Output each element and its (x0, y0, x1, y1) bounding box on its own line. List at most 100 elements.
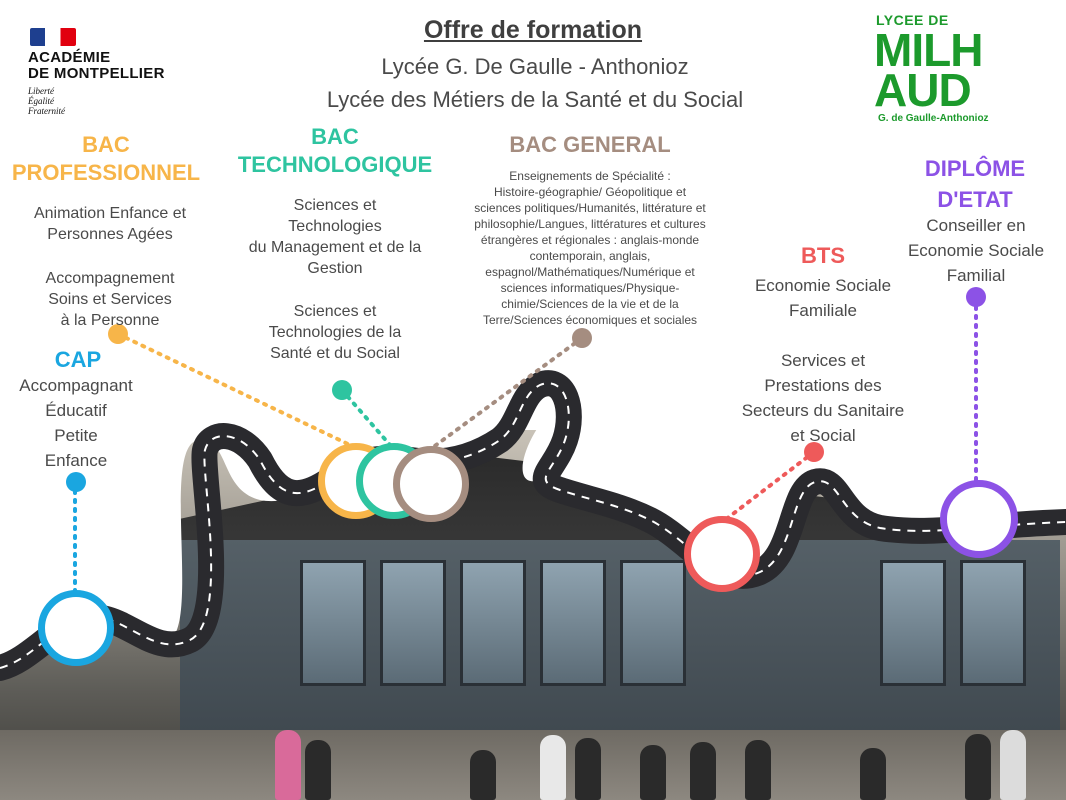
specialite-line: Histoire-géographie/ Géopolitique et (493, 185, 687, 199)
diplome-heading: DIPLÔME D'ETAT (900, 153, 1050, 215)
diplome-marker-dot (966, 287, 986, 307)
person-figure (640, 745, 666, 800)
item-line: Secteurs du Sanitaire (741, 401, 905, 420)
diplome-item: Conseiller en Economie Sociale Familial (886, 213, 1066, 288)
cap-item: Accompagnant Éducatif Petite Enfance (0, 373, 152, 473)
french-flag-icon (30, 28, 76, 46)
specialite-line: sciences informatiques/Physique- (500, 281, 680, 295)
item-line: Economie Sociale (754, 276, 892, 295)
item-line: et Social (790, 426, 856, 445)
academie-name: ACADÉMIE DE MONTPELLIER (28, 50, 165, 82)
heading-line: DIPLÔME (924, 156, 1026, 181)
item-line: Animation Enfance et (33, 205, 187, 222)
item-line: Sciences et (293, 303, 377, 320)
page-title: Offre de formation (423, 16, 643, 44)
bts-heading: BTS (801, 243, 845, 268)
item-line: Enfance (44, 451, 108, 470)
item-line: Accompagnement (45, 270, 175, 287)
logo-top-text: LYCEE DE (876, 12, 949, 28)
heading-line: BAC (311, 124, 359, 149)
logo-big-text: AUD (874, 64, 972, 116)
person-figure (1000, 730, 1026, 800)
specialite-line: Terre/Sciences économiques et sociales (482, 313, 698, 327)
person-figure (275, 730, 301, 800)
heading-line: D'ETAT (937, 187, 1013, 212)
republic-motto: Liberté Égalité Fraternité (28, 86, 65, 116)
item-line: Petite (54, 426, 98, 445)
academie-montpellier-logo: ACADÉMIE DE MONTPELLIER Liberté Égalité … (28, 26, 198, 126)
bac-general-specialites: Enseignements de Spécialité : Histoire-g… (440, 168, 740, 328)
bts-item: Services et Prestations des Secteurs du … (718, 348, 928, 448)
person-figure (965, 734, 991, 800)
item-line: Technologies (288, 218, 382, 235)
building-window (960, 560, 1026, 686)
bts-connector (723, 450, 816, 522)
motto-line: Égalité (28, 96, 54, 106)
item-line: Services et (780, 351, 866, 370)
bac-general-heading: BAC GENERAL (509, 132, 671, 157)
bac-techno-heading: BAC TECHNOLOGIQUE (220, 123, 450, 179)
specialite-line: étrangères et régionales : anglais-monde (480, 233, 700, 247)
item-line: Soins et Services (48, 291, 172, 308)
motto-line: Liberté (28, 86, 54, 96)
cap-ring (38, 590, 114, 666)
lycee-milhaud-logo: LYCEE DE MILH AUD G. de Gaulle-Anthonioz (872, 12, 1032, 126)
academie-name-line: DE MONTPELLIER (28, 65, 165, 82)
heading-line: BAC (82, 132, 130, 157)
bac-pro-item: Animation Enfance et Personnes Agées (10, 203, 210, 245)
bac-techno-item: Sciences et Technologies de la Santé et … (230, 301, 440, 364)
heading-line: TECHNOLOGIQUE (237, 152, 433, 177)
item-line: Prestations des (764, 376, 882, 395)
logo-big-text: MILH (874, 24, 983, 76)
item-line: Familiale (788, 301, 858, 320)
bac-techno-connector (340, 388, 392, 447)
bts-ring (684, 516, 760, 592)
item-line: Santé et du Social (270, 345, 400, 362)
specialite-line: chimie/Sciences de la vie et de la (501, 297, 679, 311)
diplome-ring (940, 480, 1018, 558)
logo-subtitle: G. de Gaulle-Anthonioz (878, 113, 989, 124)
person-figure (690, 742, 716, 800)
item-line: Accompagnant (19, 376, 133, 395)
item-line: à la Personne (60, 312, 160, 329)
building-window (540, 560, 606, 686)
item-line: Sciences et (293, 197, 377, 214)
cap-marker-dot (66, 472, 86, 492)
person-figure (575, 738, 601, 800)
person-figure (860, 748, 886, 800)
school-name: Lycée G. De Gaulle - Anthonioz (381, 54, 689, 79)
item-line: du Management et de la (248, 239, 422, 256)
item-line: Éducatif (45, 401, 107, 420)
building-window (300, 560, 366, 686)
specialite-line: philosophie/Langues, littératures et cul… (474, 217, 706, 231)
bts-item: Economie Sociale Familiale (733, 273, 913, 323)
specialite-line: contemporain, anglais, (529, 249, 651, 263)
specialite-line: Enseignements de Spécialité : (509, 169, 671, 183)
item-line: Conseiller en (926, 216, 1026, 235)
school-subtitle: Lycée des Métiers de la Santé et du Soci… (326, 87, 744, 112)
bac-pro-heading: BAC PROFESSIONNEL (0, 131, 212, 187)
person-figure (305, 740, 331, 800)
bac-pro-connector (116, 332, 352, 447)
bac-general-connector (430, 336, 584, 450)
bac-general-marker-dot (572, 328, 592, 348)
item-line: Economie Sociale (907, 241, 1045, 260)
cap-heading: CAP (54, 347, 102, 372)
bac-techno-item: Sciences et Technologies du Management e… (230, 195, 440, 279)
bac-pro-marker-dot (108, 324, 128, 344)
heading-line: PROFESSIONNEL (11, 160, 201, 185)
item-line: Familial (946, 266, 1006, 285)
person-figure (745, 740, 771, 800)
item-line: Personnes Agées (47, 226, 173, 243)
bac-pro-item: Accompagnement Soins et Services à la Pe… (10, 268, 210, 331)
specialite-line: espagnol/Mathématiques/Numérique et (485, 265, 695, 279)
building-window (380, 560, 446, 686)
bac-general-ring (393, 446, 469, 522)
bts-marker-dot (804, 442, 824, 462)
item-line: Gestion (307, 260, 363, 277)
person-figure (470, 750, 496, 800)
courtyard-ground (0, 730, 1066, 800)
